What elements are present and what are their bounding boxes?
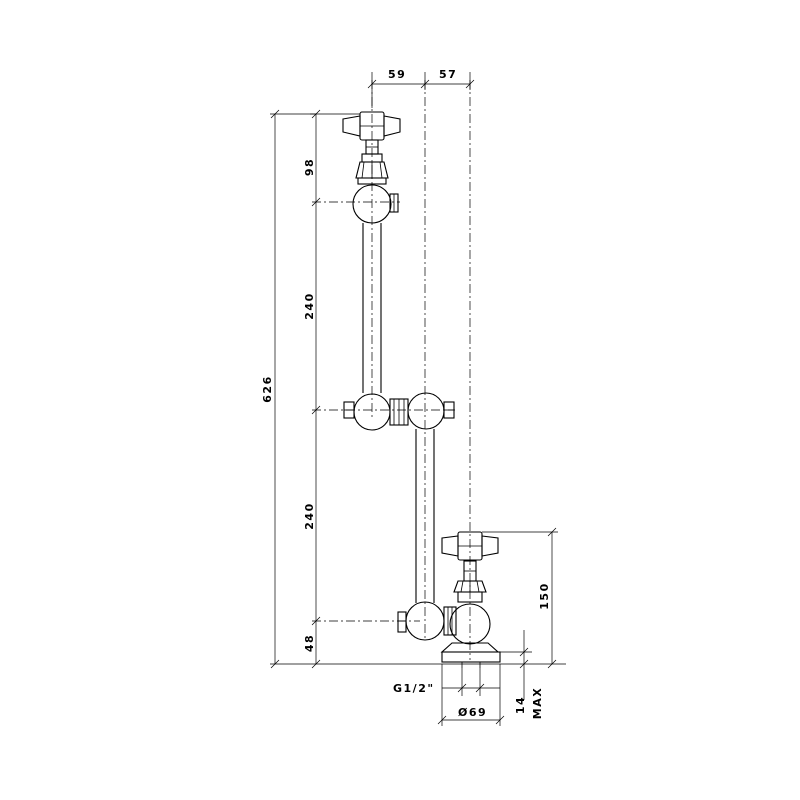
dim-left-chain — [310, 109, 360, 669]
middle-junction — [343, 392, 455, 431]
upper-tube — [362, 223, 382, 393]
dim-59-label: 59 — [388, 68, 406, 81]
dim-150-label: 150 — [538, 582, 551, 609]
dim-max-label: MAX — [531, 687, 544, 719]
upper-valve — [342, 111, 401, 224]
dim-overall — [270, 109, 316, 669]
dim-top-horizontal — [367, 72, 475, 108]
lower-valve — [397, 531, 501, 668]
dim-14-label: 14 — [514, 696, 527, 714]
dim-valve-height — [482, 527, 558, 669]
dim-flange-diameter — [437, 664, 505, 726]
dim-thread — [442, 668, 500, 696]
centerlines — [312, 80, 471, 660]
dim-57-label: 57 — [439, 68, 457, 81]
dim-240-lower-label: 240 — [303, 502, 316, 529]
dim-626-label: 626 — [261, 375, 274, 402]
dim-48-label: 48 — [303, 634, 316, 652]
dim-240-upper-label: 240 — [303, 292, 316, 319]
dim-98-label: 98 — [303, 158, 316, 176]
dim-thread-label: G1/2" — [393, 682, 435, 695]
lower-tube — [415, 429, 435, 603]
dim-max-depth — [500, 630, 532, 700]
dim-diameter-label: Ø69 — [458, 706, 487, 719]
